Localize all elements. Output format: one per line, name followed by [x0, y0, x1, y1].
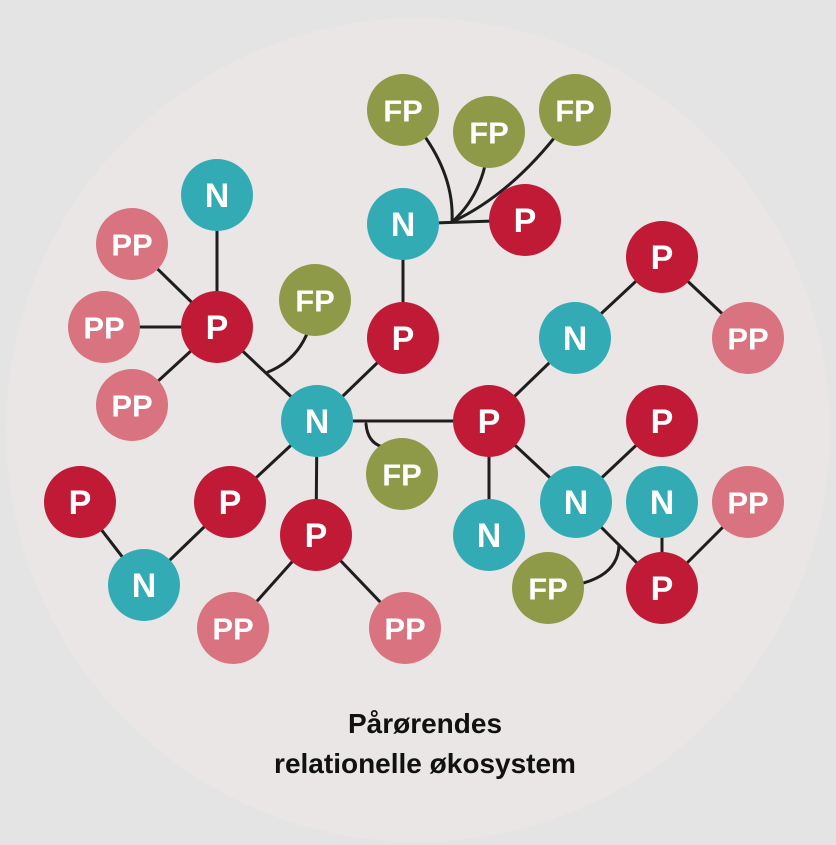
node-circle-p [280, 499, 352, 571]
node-label: N [132, 567, 157, 605]
node-n_right_2: N [626, 466, 698, 538]
node-n_right_upper: N [539, 302, 611, 374]
node-label: P [305, 517, 328, 555]
node-n_upper_mid: N [367, 188, 439, 260]
node-pp_left_1: PP [96, 208, 168, 280]
node-circle-pp [96, 369, 168, 441]
node-fp_top_1: FP [367, 74, 439, 146]
node-p_upper_mid: P [367, 302, 439, 374]
node-label: PP [212, 612, 253, 647]
node-circle-pp [197, 592, 269, 664]
node-label: P [514, 202, 537, 240]
node-label: N [205, 177, 230, 215]
node-circle-fp [453, 96, 525, 168]
node-circle-n [540, 466, 612, 538]
node-label: P [478, 403, 501, 441]
node-p_lower_left: P [194, 466, 266, 538]
node-label: P [69, 484, 92, 522]
node-fp_center: FP [366, 438, 438, 510]
node-label: N [650, 484, 675, 522]
node-circle-fp [366, 438, 438, 510]
node-label: P [651, 570, 674, 608]
node-pp_bottom_2: PP [369, 592, 441, 664]
node-pp_left_3: PP [96, 369, 168, 441]
node-label: P [392, 320, 415, 358]
node-circle-p [626, 552, 698, 624]
node-circle-n [453, 499, 525, 571]
node-circle-pp [68, 291, 140, 363]
node-p_right_mid: P [626, 385, 698, 457]
node-label: FP [383, 94, 423, 129]
node-label: N [563, 320, 588, 358]
node-circle-n [367, 188, 439, 260]
node-pp_bottom_1: PP [197, 592, 269, 664]
node-n_center: N [281, 385, 353, 457]
node-circle-p [626, 221, 698, 293]
node-pp_left_2: PP [68, 291, 140, 363]
node-circle-n [539, 302, 611, 374]
node-pp_right_top: PP [712, 302, 784, 374]
node-label: FP [382, 458, 422, 493]
node-label: P [651, 239, 674, 277]
node-p_right_top: P [626, 221, 698, 293]
node-circle-p [181, 291, 253, 363]
node-circle-pp [369, 592, 441, 664]
node-p_top: P [489, 184, 561, 256]
node-circle-n [281, 385, 353, 457]
node-circle-p [194, 466, 266, 538]
node-circle-p [626, 385, 698, 457]
node-label: FP [528, 572, 568, 607]
node-circle-p [367, 302, 439, 374]
node-circle-pp [712, 302, 784, 374]
node-label: FP [295, 284, 335, 319]
node-p_far_left: P [44, 466, 116, 538]
node-label: FP [555, 94, 595, 129]
title-line-2: relationelle økosystem [274, 748, 576, 779]
node-circle-fp [512, 552, 584, 624]
node-n_top_left: N [181, 159, 253, 231]
node-circle-fp [367, 74, 439, 146]
node-circle-n [181, 159, 253, 231]
node-circle-n [626, 466, 698, 538]
node-label: PP [111, 228, 152, 263]
node-label: PP [384, 612, 425, 647]
node-label: PP [83, 311, 124, 346]
node-p_right_hub: P [453, 385, 525, 457]
node-label: P [219, 484, 242, 522]
node-fp_top_3: FP [539, 74, 611, 146]
node-label: P [206, 309, 229, 347]
node-circle-fp [539, 74, 611, 146]
node-circle-pp [96, 208, 168, 280]
node-label: PP [111, 389, 152, 424]
node-pp_right_2: PP [712, 466, 784, 538]
node-label: N [477, 517, 502, 555]
node-circle-fp [279, 264, 351, 336]
node-label: PP [727, 322, 768, 357]
node-label: N [564, 484, 589, 522]
node-fp_left: FP [279, 264, 351, 336]
node-n_right_mid: N [540, 466, 612, 538]
node-p_right_bottom: P [626, 552, 698, 624]
node-circle-p [44, 466, 116, 538]
node-p_lower_mid: P [280, 499, 352, 571]
node-label: PP [727, 486, 768, 521]
node-label: N [305, 403, 330, 441]
node-circle-n [108, 549, 180, 621]
node-label: FP [469, 116, 509, 151]
node-circle-pp [712, 466, 784, 538]
node-fp_right: FP [512, 552, 584, 624]
node-fp_top_2: FP [453, 96, 525, 168]
node-circle-p [453, 385, 525, 457]
node-label: N [391, 206, 416, 244]
title-line-1: Pårørendes [348, 708, 502, 739]
node-circle-p [489, 184, 561, 256]
node-p_left: P [181, 291, 253, 363]
node-n_bottom_left: N [108, 549, 180, 621]
node-n_right_low: N [453, 499, 525, 571]
node-label: P [651, 403, 674, 441]
